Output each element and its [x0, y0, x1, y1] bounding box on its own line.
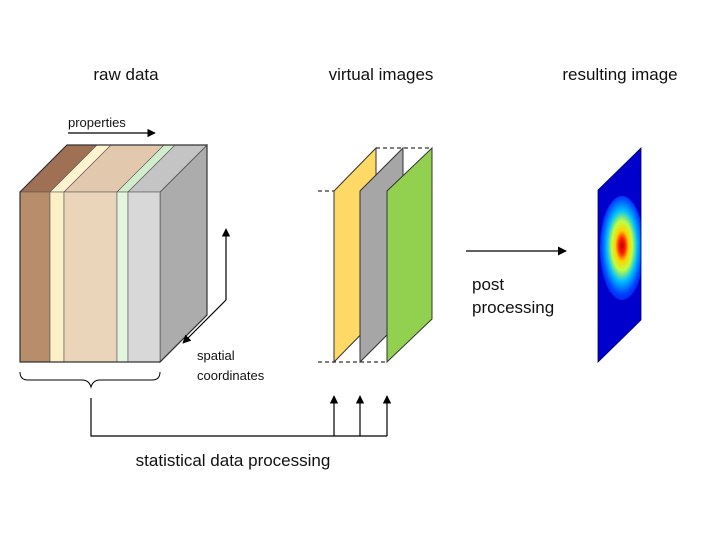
virtual-images: [318, 146, 433, 364]
connector-line: [90, 398, 387, 437]
cube-layer-front: [49, 191, 65, 363]
label-properties: properties: [68, 115, 126, 130]
virtual-plane-green: [386, 146, 433, 364]
statistical-connector: [90, 395, 392, 437]
title-resulting-image: resulting image: [562, 65, 677, 84]
cube-layer-front: [127, 191, 161, 363]
heatmap-outline: [597, 147, 642, 363]
title-virtual-images: virtual images: [329, 65, 434, 84]
heatmap-hotspot: [600, 196, 641, 300]
raw-data-cube: [19, 143, 208, 364]
cube-layer-front: [116, 191, 129, 363]
label-statistical-data-processing: statistical data processing: [136, 451, 331, 470]
curly-brace: [19, 371, 161, 389]
title-raw-data: raw data: [93, 65, 159, 84]
resulting-image: [597, 147, 642, 363]
label-post: post: [472, 275, 504, 294]
label-spatial: spatial: [197, 348, 235, 363]
label-coordinates: coordinates: [197, 368, 265, 383]
spatial-arrow-diagonal: [182, 299, 227, 344]
cube-outline: [19, 144, 208, 363]
cube-layer-front: [63, 191, 118, 363]
label-processing: processing: [472, 298, 554, 317]
cube-layer-front: [19, 191, 51, 363]
